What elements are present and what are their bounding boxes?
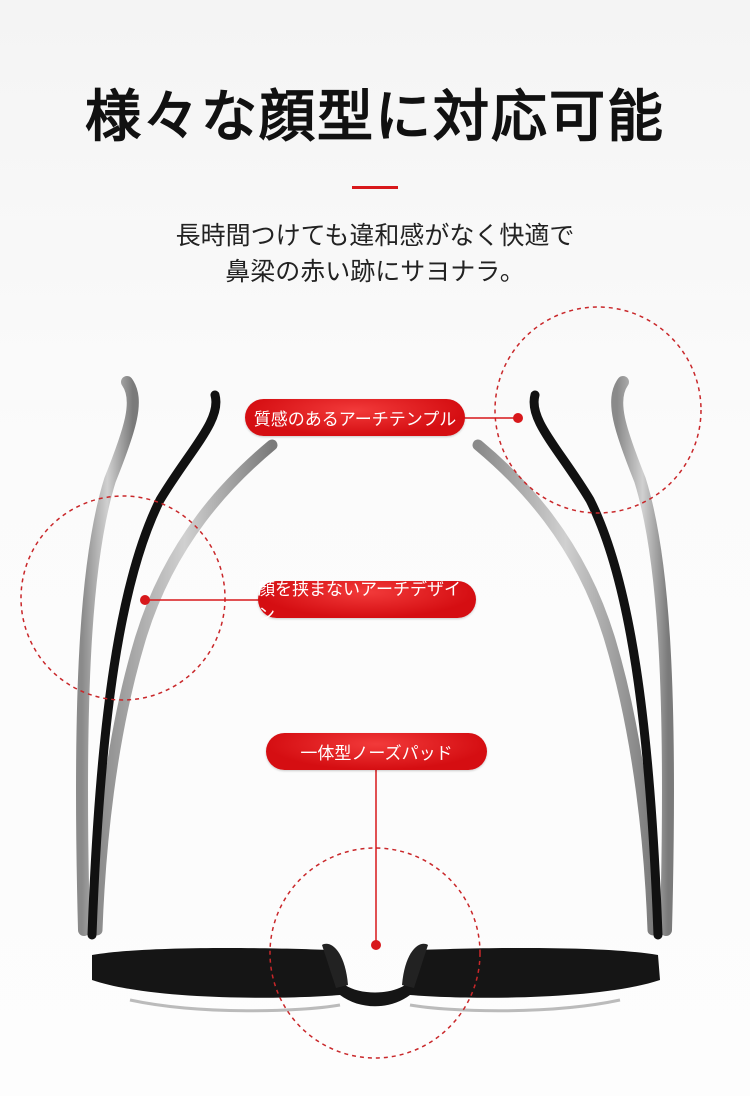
callout-arch-temple: 質感のあるアーチテンプル [245, 399, 465, 436]
highlight-circle-nosepad [269, 847, 481, 1059]
callout-dot-3 [371, 940, 381, 950]
right-black-temple [529, 390, 663, 940]
subtitle-line-2: 鼻梁の赤い跡にサヨナラ。 [225, 257, 525, 286]
left-gray-temple [75, 376, 139, 936]
subtitle: 長時間つけても違和感がなく快適で 鼻梁の赤い跡にサヨナラ。 [0, 218, 750, 290]
title-divider [352, 186, 398, 189]
left-nose-pad [322, 943, 348, 988]
right-gray-temple-inner [472, 439, 659, 936]
highlight-circle-temple [494, 306, 702, 514]
callout-nose-pad: 一体型ノーズパッド [266, 733, 487, 770]
left-black-temple [87, 390, 221, 940]
page-title: 様々な顔型に対応可能 [85, 85, 665, 150]
right-gray-temple [611, 376, 675, 936]
callout-dot-1 [513, 413, 523, 423]
callout-dot-2 [140, 595, 150, 605]
front-frame [92, 947, 660, 1007]
highlight-circle-arch [20, 495, 226, 701]
right-nose-pad [402, 943, 428, 988]
subtitle-line-1: 長時間つけても違和感がなく快適で [175, 221, 575, 250]
left-gray-temple-inner [91, 439, 278, 936]
callout-arch-design: 顔を挟まないアーチデザイン [258, 580, 476, 625]
